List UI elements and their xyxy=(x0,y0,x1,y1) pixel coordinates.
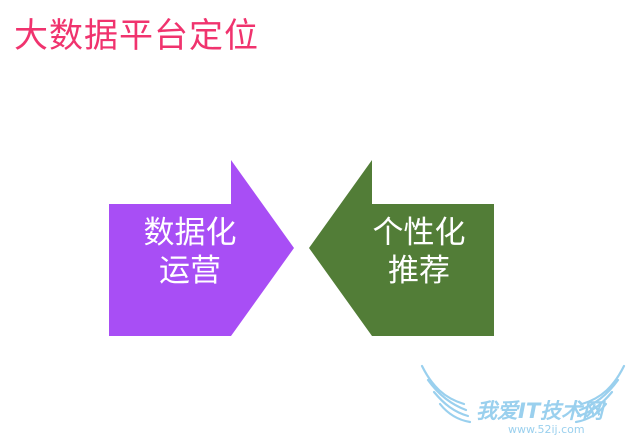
right-arrow-label: 个性化 推荐 xyxy=(360,214,478,290)
left-arrow-label-line1: 数据化 xyxy=(143,215,237,251)
left-arrow-label: 数据化 运营 xyxy=(131,214,249,290)
right-arrow-label-line2: 推荐 xyxy=(388,253,450,289)
left-arrow-label-line2: 运营 xyxy=(159,253,221,289)
wings-logo-icon xyxy=(420,364,626,424)
watermark-text: 我爱IT技术网 xyxy=(476,399,604,423)
right-arrow-label-line1: 个性化 xyxy=(372,215,466,251)
left-pointing-arrow xyxy=(309,160,494,336)
right-pointing-arrow xyxy=(109,160,294,336)
watermark-url: www.52ij.com xyxy=(508,423,585,436)
slide-title: 大数据平台定位 xyxy=(14,16,259,56)
